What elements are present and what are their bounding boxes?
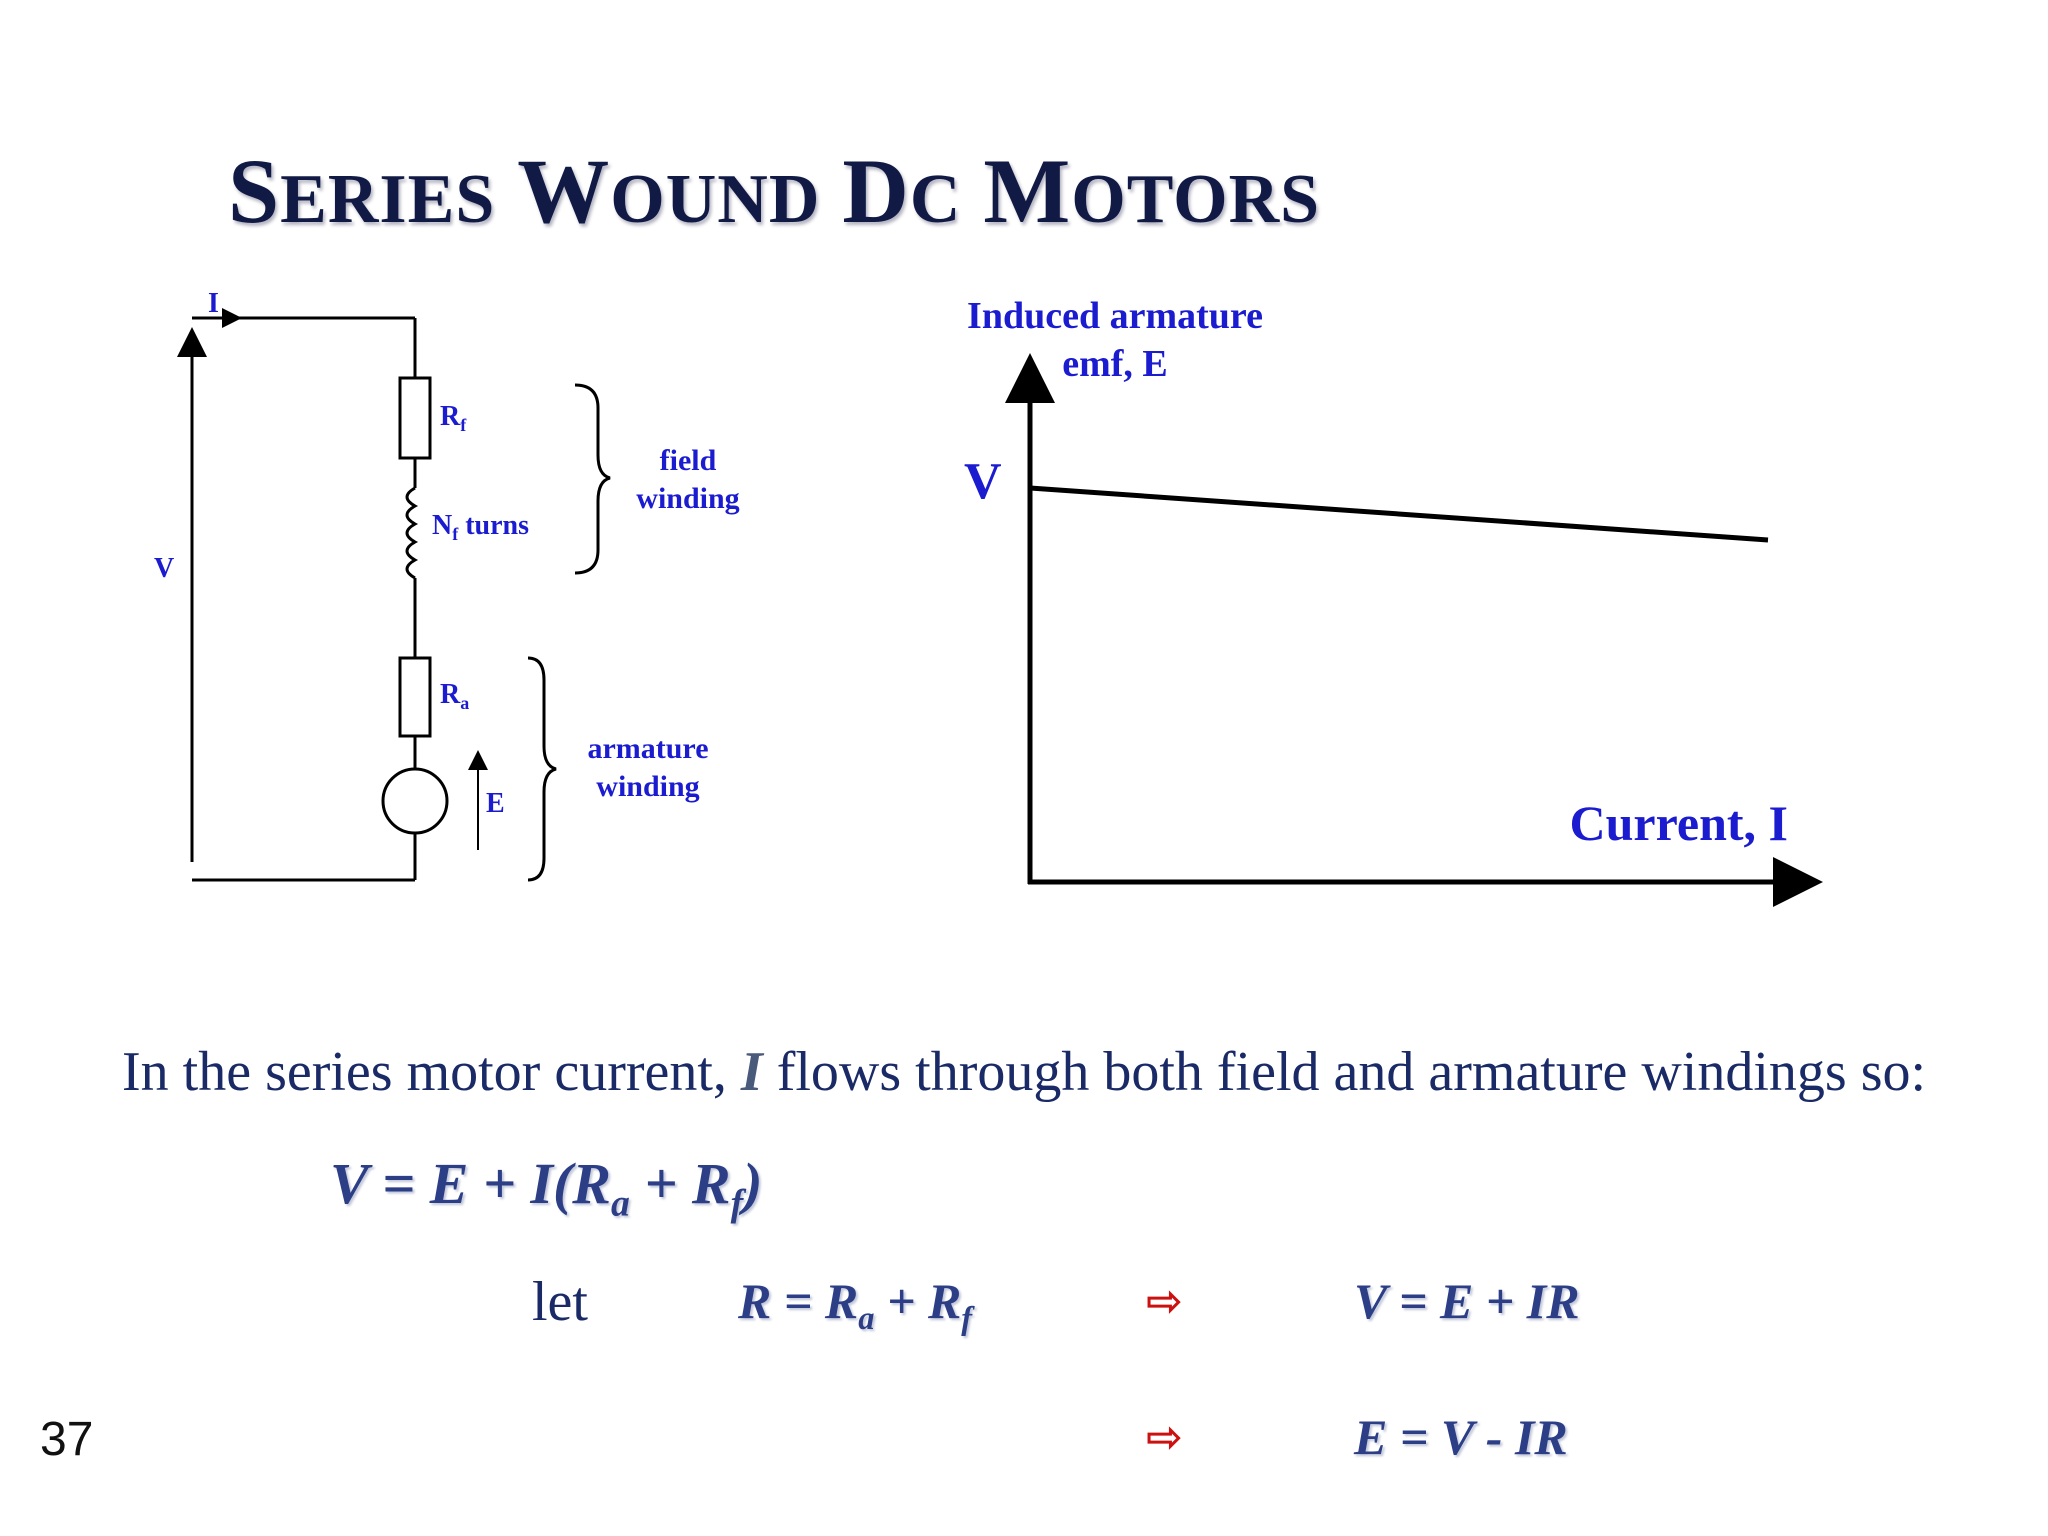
armature-circle [381,767,449,835]
r-definition: R = Ra + Rf [738,1272,972,1338]
result-equation-1: V = E + IR [1354,1273,1580,1329]
eq-part: ) [743,1151,763,1216]
body-sentence: In the series motor current, I flows thr… [122,1040,1926,1104]
title-rest: OTORS [1071,161,1321,238]
label-line-2: emf, E [1062,343,1168,385]
circuit-diagram [192,316,611,882]
title-word-3: DC [842,138,961,244]
field-resistor [398,376,432,460]
eq-part: + R [629,1151,731,1216]
field-coil [405,486,419,580]
let-word: let [532,1271,588,1333]
field-winding-label: field winding [636,444,739,515]
armature-brace [527,656,557,882]
eq-part: V = E + I(R [330,1151,611,1216]
label-line-1: field [660,444,717,477]
main-equation: V = E + I(Ra + Rf) [330,1150,762,1226]
title-initial: W [517,140,611,242]
armature-resistor-label: Ra [440,679,469,713]
field-brace [574,383,611,575]
implies-arrow-icon: ⇨ [1146,1276,1183,1327]
eq-subscript: a [611,1182,630,1225]
emf-line [1029,485,1769,543]
label-subscript: a [460,693,469,713]
field-turns-label: Nf turns [432,510,529,544]
page-number: 37 [40,1413,94,1466]
title-initial: S [228,140,281,242]
label-subscript: f [452,524,459,544]
y-intercept-label: V [964,453,1002,510]
eq-subscript: f [961,1301,973,1337]
label-line-1: Induced armature [967,295,1263,337]
eq-subscript: f [730,1182,744,1225]
result-equation-2: E = V - IR [1354,1409,1568,1465]
label-line-2: winding [596,770,699,803]
title-rest: ERIES [280,161,496,238]
body-text-start: In the series motor current, [122,1041,741,1103]
implies-arrow-icon: ⇨ [1146,1412,1183,1463]
title-initial: M [983,140,1072,242]
body-text-end: flows through both field and armature wi… [762,1041,1927,1103]
emf-current-graph: Induced armature emf, E V Current, I [964,295,1823,907]
eq-part: + R [874,1273,962,1329]
eq-subscript: a [858,1301,875,1337]
y-axis-label: Induced armature emf, E [967,295,1263,385]
label-line-2: winding [636,482,739,515]
title-word-2: WOUND [517,138,820,244]
title-initial: D [842,140,910,242]
title-rest: C [909,161,962,238]
title-word-1: SERIES [228,138,495,244]
body-variable: I [740,1041,763,1103]
label-main: R [440,401,461,432]
label-rest: turns [458,510,529,541]
label-line-1: armature [587,732,708,765]
emf-label: E [486,788,505,819]
label-subscript: f [460,415,467,435]
label-main: R [440,679,461,710]
eq-part: R = R [738,1273,859,1329]
title-rest: OUND [610,161,821,238]
voltage-label: V [154,553,174,584]
armature-winding-label: armature winding [587,732,708,803]
current-label: I [208,288,219,319]
title-word-4: MOTORS [983,138,1320,244]
label-main: N [432,510,452,541]
armature-resistor [398,656,432,738]
x-axis-label: Current, I [1569,795,1788,851]
field-resistor-label: Rf [440,401,467,435]
